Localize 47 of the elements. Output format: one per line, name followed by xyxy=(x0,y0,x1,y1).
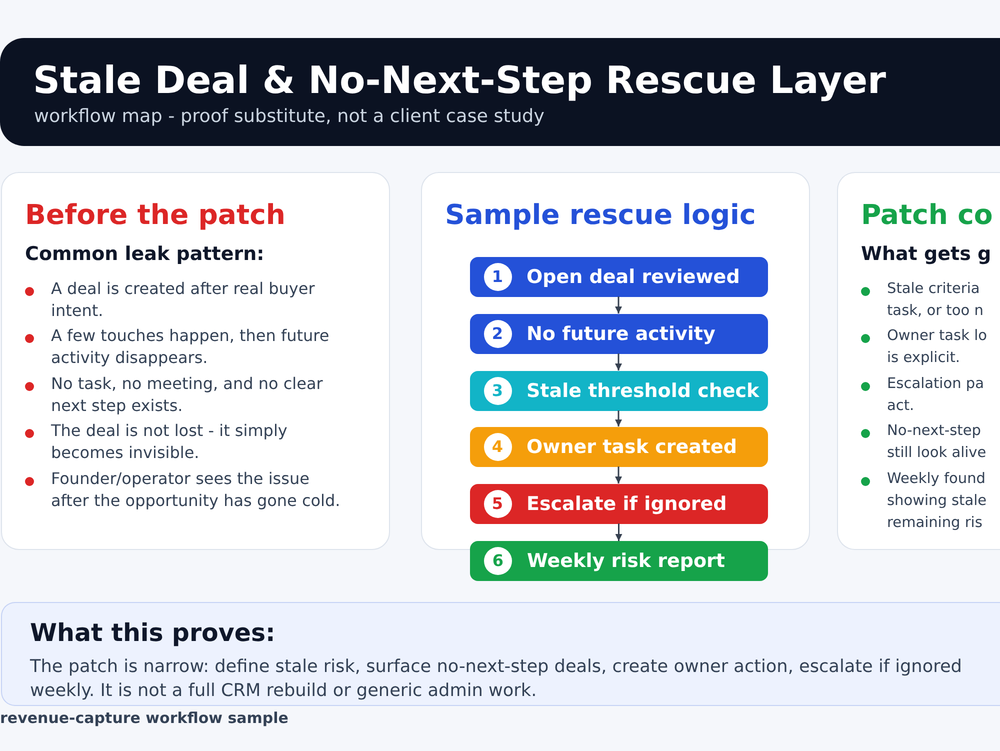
process-step xyxy=(470,370,768,410)
process-step xyxy=(470,256,768,296)
footer-text: revenue-capture workflow sample xyxy=(0,709,288,727)
bullet-text: A deal is created after real buyer intent. xyxy=(51,278,316,322)
step-label: Open deal reviewed xyxy=(526,264,740,288)
process-step xyxy=(470,426,768,466)
bullet-text: A few touches happen, then future activity disappears. xyxy=(51,325,330,369)
arrow xyxy=(615,466,622,484)
section-heading: Patch co xyxy=(861,198,994,232)
step-label: Stale threshold check xyxy=(526,378,760,402)
subtitle: workflow map - proof substitute, not a client case study xyxy=(34,105,544,129)
step-label: No future activity xyxy=(526,322,716,346)
step-number: 6 xyxy=(484,547,512,575)
step-number: 2 xyxy=(484,320,512,348)
section-heading: Sample rescue logic xyxy=(445,198,757,232)
process-step xyxy=(470,541,768,581)
bullet-text: No task, no meeting, and no clear next step exists. xyxy=(51,372,324,416)
step-number: 4 xyxy=(484,432,512,460)
bullet-text: Owner task lo is explicit. xyxy=(887,327,988,368)
diagram-title: Stale Deal & No-Next-Step Rescue Layer xyxy=(33,58,886,102)
arrow xyxy=(615,354,622,370)
arrow xyxy=(615,296,622,314)
arrow xyxy=(615,524,622,541)
step-number: 1 xyxy=(484,262,512,290)
note-text: The patch is narrow: define stale risk, surface no-next-step deals, create owner action, escalate if ignored weekly. It is not a full CRM rebuild or generic admin work. xyxy=(30,656,963,702)
bullet-text: The deal is not lost - it simply becomes invisible. xyxy=(51,420,288,464)
note-heading: What this proves: xyxy=(30,618,276,648)
step-number: 5 xyxy=(484,490,512,518)
step-label: Weekly risk report xyxy=(527,549,726,573)
process-step xyxy=(470,314,768,354)
step-number: 3 xyxy=(484,376,512,404)
card-panel xyxy=(421,172,810,550)
step-label: Owner task created xyxy=(526,434,737,458)
bullet-text: Escalation pa act. xyxy=(887,374,985,416)
card-panel xyxy=(1,172,390,550)
bullet-text: Weekly found showing stale remaining ris xyxy=(887,470,988,532)
card-panel xyxy=(837,172,1000,550)
note-panel xyxy=(1,602,1000,706)
step-label: Escalate if ignored xyxy=(526,492,727,516)
process-step xyxy=(470,484,768,524)
bullet-text: Stale criteria task, or too n xyxy=(887,280,984,320)
section-subheading: Common leak pattern: xyxy=(25,242,266,266)
section-heading: Before the patch xyxy=(25,198,286,232)
bullet-text: Founder/operator sees the issue after the opportunity has gone cold. xyxy=(51,468,342,512)
section-subheading: What gets g xyxy=(861,242,992,266)
arrow xyxy=(615,410,622,426)
bullet-text: No-next-step still look alive xyxy=(887,422,988,463)
